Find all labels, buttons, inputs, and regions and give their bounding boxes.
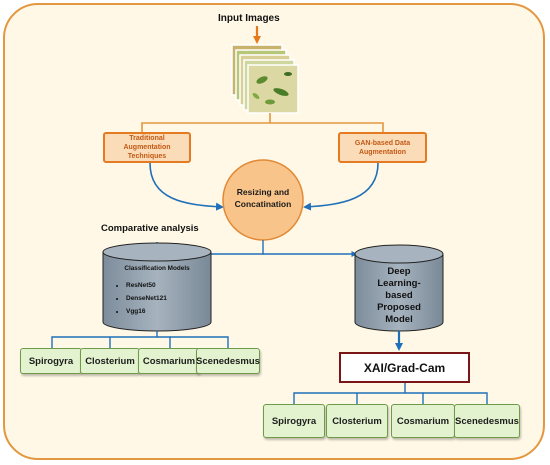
class-box-left-scenedesmus: Scenedesmus: [196, 348, 260, 374]
class-box-right-closterium: Closterium: [326, 404, 388, 438]
class-box-right-spirogyra: Spirogyra: [263, 404, 325, 438]
proposed-model-label: Deep Learning-based Proposed Model: [377, 266, 421, 325]
class-box-left-closterium: Closterium: [80, 348, 140, 374]
class-label: Closterium: [85, 355, 135, 367]
model-item: Vgg16: [126, 308, 167, 315]
classification-cylinder: [102, 242, 212, 332]
class-label: Spirogyra: [28, 355, 74, 367]
classification-models-list: ResNet50 DenseNet121 Vgg16: [116, 282, 167, 321]
arrow-gan-to-resize: [303, 162, 379, 211]
left-class-tree: [51, 331, 229, 348]
class-box-right-cosmarium: Cosmarium: [391, 404, 455, 438]
class-box-left-cosmarium: Cosmarium: [138, 348, 200, 374]
split-connector-left: [141, 113, 271, 132]
class-label: Closterium: [332, 415, 382, 427]
classification-models-title: Classification Models: [124, 265, 190, 272]
class-label: Scenedesmus: [455, 415, 519, 427]
traditional-augmentation-label: Traditional Augmentation Techniques: [123, 135, 171, 160]
class-label: Cosmarium: [142, 355, 196, 367]
model-item: ResNet50: [126, 282, 167, 289]
right-class-tree: [293, 382, 488, 404]
split-connector-right: [270, 122, 384, 132]
class-label: Scenedesmus: [196, 355, 260, 367]
arrow-traditional-to-resize: [149, 162, 224, 211]
input-images-label: Input Images: [218, 13, 280, 24]
xai-gradcam-box: XAI/Grad-Cam: [339, 352, 470, 383]
proposed-model-cylinder: [354, 244, 444, 332]
input-images-stack: [231, 44, 299, 114]
class-box-left-spirogyra: Spirogyra: [20, 348, 82, 374]
comparative-analysis-label: Comparative analysis: [101, 223, 199, 234]
traditional-augmentation-box: Traditional Augmentation Techniques: [103, 132, 191, 163]
xai-gradcam-label: XAI/Grad-Cam: [363, 360, 446, 375]
class-box-right-scenedesmus: Scenedesmus: [454, 404, 520, 438]
resize-concat-label: Resizing and Concatination: [234, 187, 292, 209]
gan-augmentation-label: GAN-based Data Augmentation: [354, 139, 411, 156]
model-item: DenseNet121: [126, 295, 167, 302]
class-label: Spirogyra: [271, 415, 317, 427]
gan-augmentation-box: GAN-based Data Augmentation: [338, 132, 427, 163]
class-label: Cosmarium: [396, 415, 450, 427]
